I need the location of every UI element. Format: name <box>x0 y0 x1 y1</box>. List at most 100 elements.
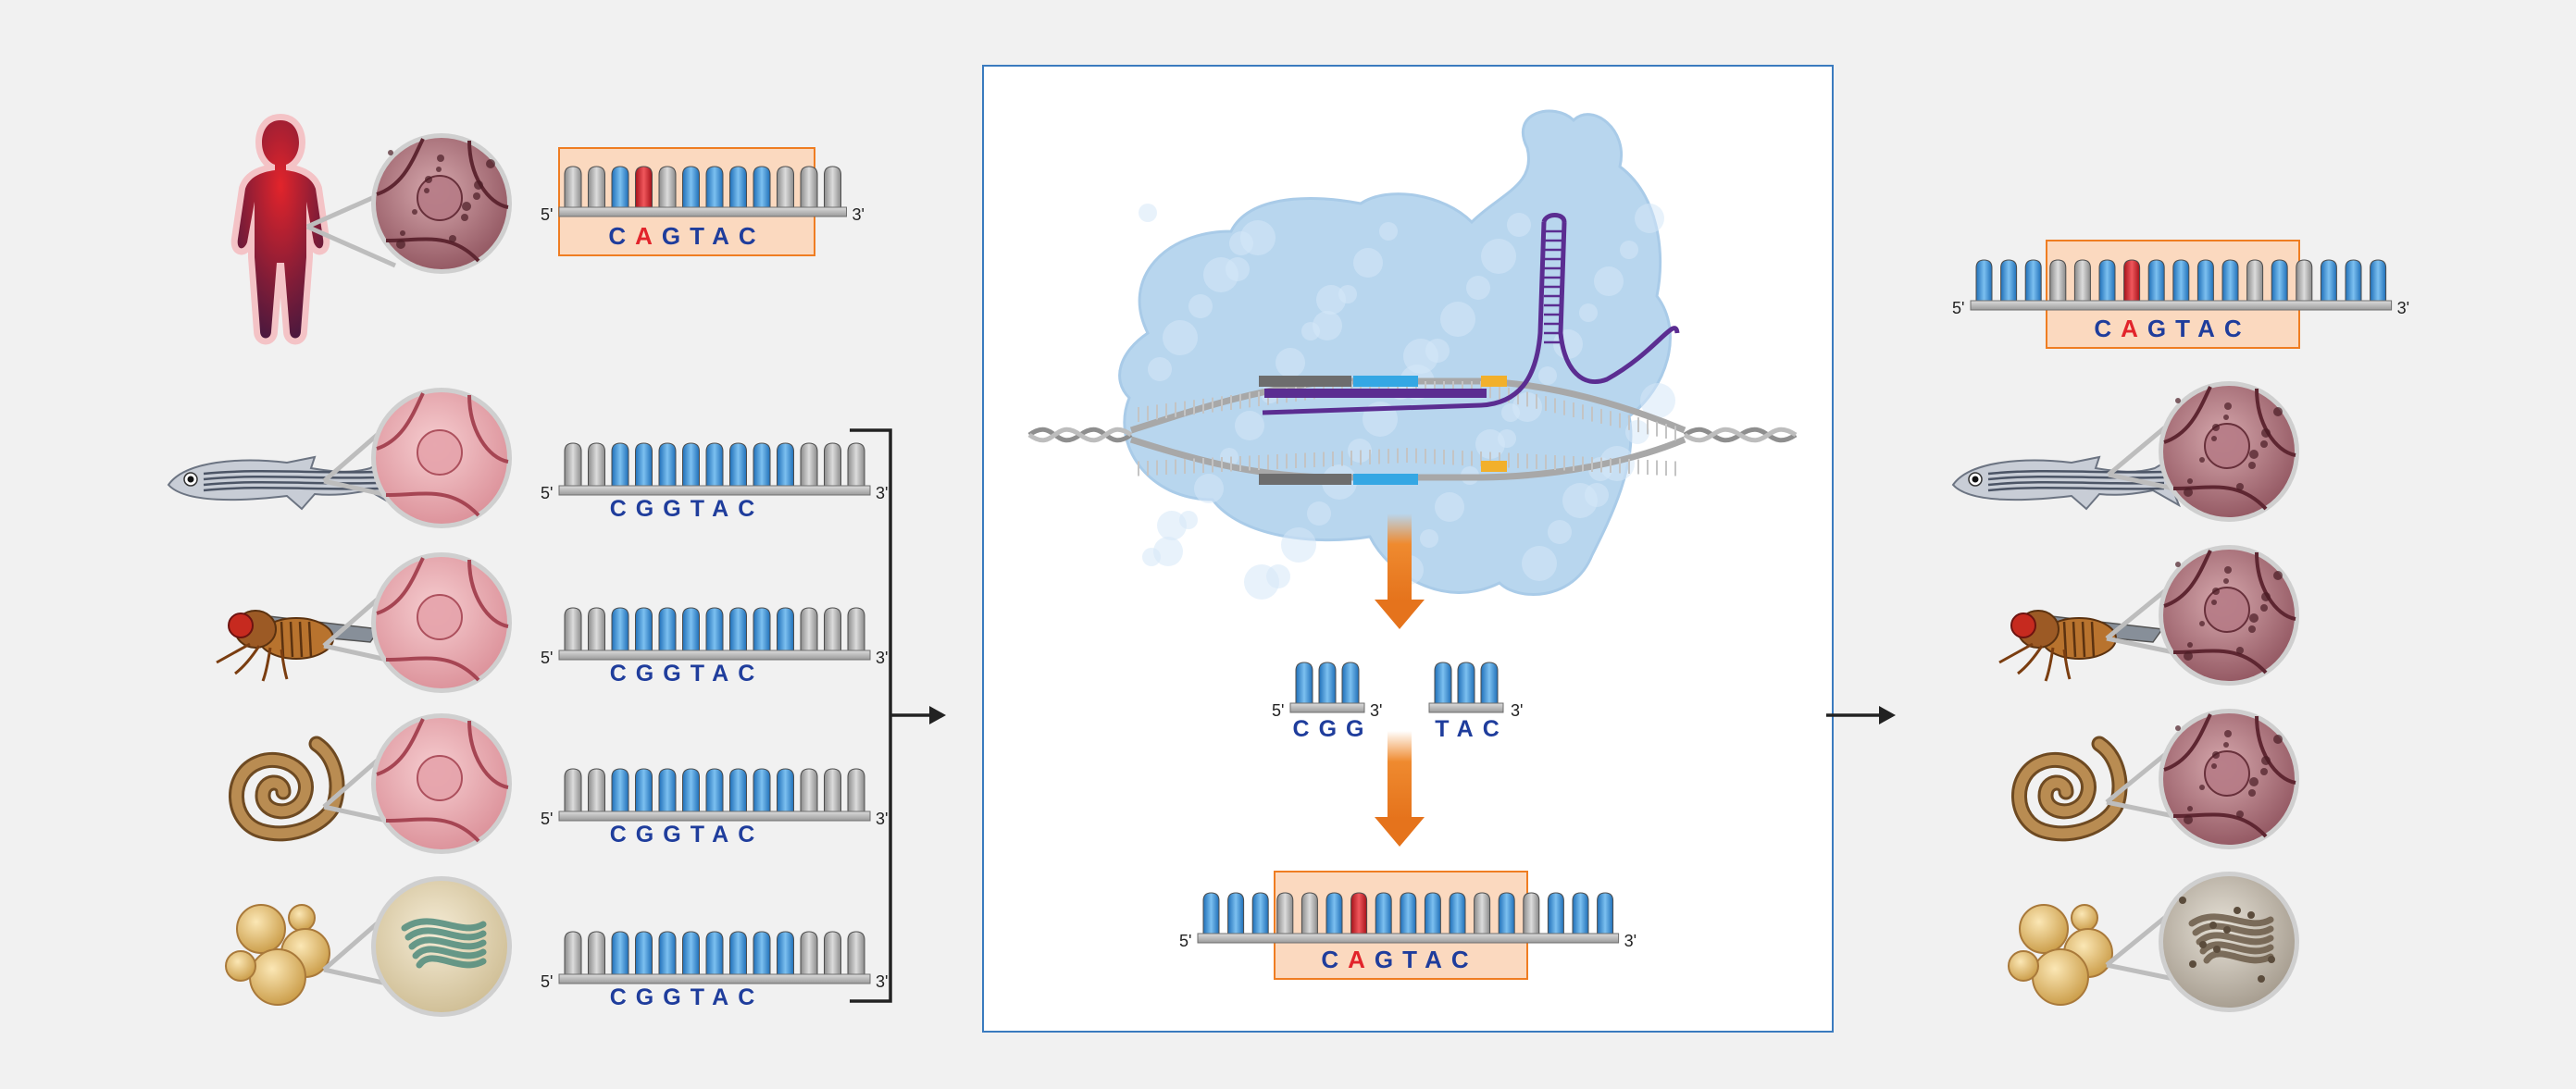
yeast-cell-icon <box>371 876 512 1017</box>
diseased-cell-icon <box>371 133 512 274</box>
nucleotide <box>588 768 605 812</box>
fruit-fly-icon <box>1998 610 2164 682</box>
arrow-down-icon <box>1375 731 1425 847</box>
sequence-letter: G <box>1375 946 1402 973</box>
nucleotide <box>564 768 582 812</box>
five-prime-label: 5' <box>1179 932 1191 950</box>
human-silhouette-icon <box>230 114 330 345</box>
sequence-letter: C <box>1451 946 1478 973</box>
sequence-letter: A <box>2197 315 2224 342</box>
nucleotide <box>705 768 724 812</box>
sequence-letter: G <box>2147 315 2175 342</box>
sequence-letter: T <box>1435 716 1456 742</box>
sequence-letter: T <box>691 984 712 1010</box>
guide-rna-icon <box>1262 213 1680 415</box>
sequence-letter: C <box>2224 315 2251 342</box>
healthy-cell-icon <box>371 388 512 528</box>
edited-dna-product: 5'3'CAGTAC <box>1179 871 1636 980</box>
five-prime-label: 5' <box>541 484 553 502</box>
nucleotide <box>753 768 771 812</box>
nucleotide <box>847 607 865 651</box>
nucleotide <box>753 931 771 975</box>
nucleotide <box>611 768 629 812</box>
nucleotide <box>729 607 747 651</box>
nucleotide <box>611 931 629 975</box>
nucleotide <box>800 931 818 975</box>
nucleotide <box>1400 892 1417 934</box>
nucleotide <box>2098 259 2116 302</box>
nucleotide <box>705 931 724 975</box>
dna-backbone <box>1428 702 1504 713</box>
five-prime-label: 5' <box>1272 701 1284 720</box>
human-row: 5'3'CAGTAC <box>230 114 865 345</box>
nucleotide <box>635 166 653 208</box>
dna-backbone <box>1197 933 1620 944</box>
diseased-yeast-cell-icon <box>2159 872 2299 1012</box>
sequence-letter: G <box>663 984 690 1010</box>
nucleotide <box>658 931 677 975</box>
three-prime-label: 3' <box>876 810 888 828</box>
sequence-letter: C <box>738 984 764 1010</box>
nucleotide <box>800 442 818 487</box>
pam-site-top <box>1481 376 1507 387</box>
nucleotide <box>777 442 794 487</box>
sequence-letter: C <box>738 822 764 848</box>
sequence-letter: C <box>738 661 764 687</box>
nucleotide <box>1202 892 1220 934</box>
healthy-cell-icon <box>371 713 512 854</box>
sequence-letter: C <box>1321 946 1348 973</box>
result-organism-row <box>2008 872 2299 1012</box>
arrow-right-icon <box>929 706 946 724</box>
model-organism-row: 5'3'CGGTAC <box>216 552 888 693</box>
nucleotide <box>2196 259 2214 302</box>
three-prime-label: 3' <box>2397 299 2409 317</box>
nucleotide <box>588 166 605 208</box>
sequence-letter: G <box>662 222 690 250</box>
nucleotide <box>753 166 771 208</box>
nucleotide <box>1572 892 1589 934</box>
three-prime-label: 3' <box>852 205 865 224</box>
sequence-letter: A <box>712 496 738 522</box>
nematode-worm-icon <box>2011 736 2128 842</box>
sequence-letter: T <box>691 496 712 522</box>
nucleotide <box>1424 892 1441 934</box>
nucleotide <box>705 166 724 208</box>
result-organism-row <box>2011 709 2299 849</box>
nucleotide <box>1547 892 1564 934</box>
nucleotide <box>705 442 724 487</box>
nucleotide <box>611 442 629 487</box>
sequence-letter: C <box>2094 315 2121 342</box>
left-fragment: 5'3' <box>1272 662 1382 720</box>
nucleotide <box>1498 892 1515 934</box>
five-prime-label: 5' <box>541 649 553 667</box>
nucleotide <box>682 166 700 208</box>
sequence-letter: T <box>1402 946 1425 973</box>
target-strand-bottom <box>1129 436 1686 481</box>
nucleotide <box>777 931 794 975</box>
nucleotide <box>1300 892 1318 934</box>
nucleotide <box>729 166 747 208</box>
nucleotide <box>800 607 818 651</box>
nucleotide <box>564 166 582 208</box>
sequence-letter: C <box>610 984 636 1010</box>
nucleotide <box>824 442 841 487</box>
pam-site-bottom <box>1481 461 1507 472</box>
nucleotide <box>777 607 794 651</box>
nucleotide <box>1480 662 1499 704</box>
sequence-letter: A <box>712 222 739 250</box>
sequence-letter: C <box>608 222 635 250</box>
left-column: 5'3'CAGTAC5'3'CGGTAC5'3'CGGTAC5'3'CGGTAC… <box>167 114 888 1017</box>
healthy-cell-icon <box>371 552 512 693</box>
sequence-letter: C <box>738 496 764 522</box>
nucleotide <box>2123 259 2141 302</box>
nucleotide <box>611 607 629 651</box>
nucleotide <box>2024 259 2042 302</box>
sequence-letter: G <box>663 822 690 848</box>
sequence-letter: C <box>610 496 636 522</box>
nucleotide <box>2345 259 2362 302</box>
bracket-connector <box>850 428 946 1003</box>
yeast-icon <box>225 904 330 1006</box>
nucleotide <box>682 931 700 975</box>
